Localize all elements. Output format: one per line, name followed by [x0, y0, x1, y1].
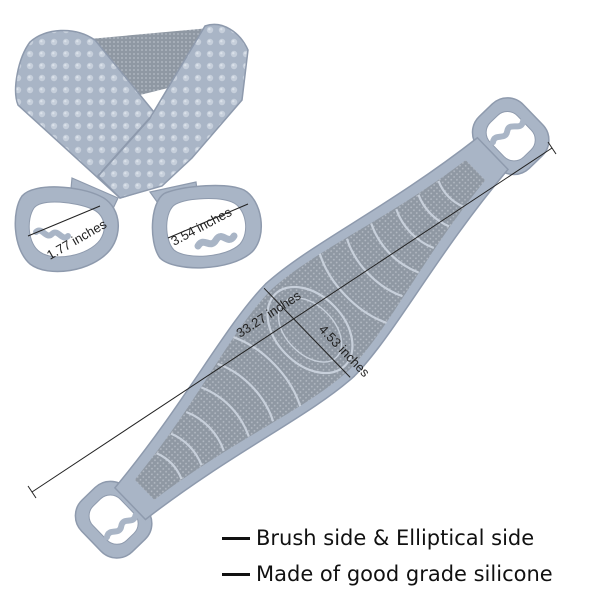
right-handle: [151, 184, 262, 269]
handle-width-line: [27, 205, 101, 237]
strap-mesh: [134, 160, 486, 500]
feature-text: Made of good grade silicone: [256, 562, 553, 586]
strap-bottom-handle: [74, 480, 153, 559]
feature-item-1: Brush side & Elliptical side: [222, 520, 594, 556]
total-length-line: [27, 141, 557, 499]
feature-item-2: Made of good grade silicone: [222, 556, 594, 592]
center-width-line: [263, 287, 351, 378]
feature-text: Brush side & Elliptical side: [256, 526, 535, 550]
dash-icon: [222, 572, 250, 576]
right-strap-wing: [96, 23, 249, 199]
handle-length-line: [167, 203, 249, 239]
folded-scrubber: [14, 23, 262, 273]
extended-strap: [74, 97, 550, 559]
feature-list: Brush side & Elliptical side Made of goo…: [222, 520, 594, 592]
left-handle: [14, 186, 119, 273]
dash-icon: [222, 536, 250, 540]
strap-ridges: [156, 180, 464, 480]
